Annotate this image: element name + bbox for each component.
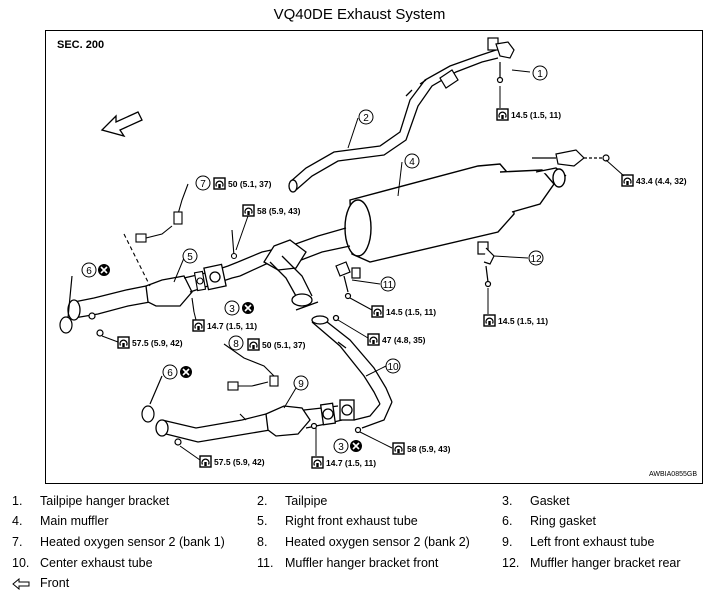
svg-text:47 (4.8, 35): 47 (4.8, 35) <box>382 335 426 345</box>
legend-item: 8.Heated oxygen sensor 2 (bank 2) <box>257 535 470 549</box>
svg-text:57.5 (5.9, 42): 57.5 (5.9, 42) <box>214 457 265 467</box>
callout-8: 8 <box>228 335 244 351</box>
main-muffler <box>344 163 567 263</box>
legend-item: 9.Left front exhaust tube <box>502 535 655 549</box>
torque-spec: 14.7 (1.5, 11) <box>311 428 376 469</box>
svg-text:14.5 (1.5, 11): 14.5 (1.5, 11) <box>511 110 561 120</box>
legend-item: 11.Muffler hanger bracket front <box>257 556 439 570</box>
callout-4: 4 <box>397 153 420 197</box>
legend-item: 10.Center exhaust tube <box>12 556 153 570</box>
muffler-rear-bolt <box>532 149 610 167</box>
svg-text:14.7 (1.5, 11): 14.7 (1.5, 11) <box>326 458 376 468</box>
torque-spec: 14.5 (1.5, 11) <box>483 288 548 327</box>
diagram-title: VQ40DE Exhaust System <box>273 6 446 23</box>
callout-7: 7 <box>195 175 211 191</box>
svg-text:2: 2 <box>363 113 369 124</box>
torque-spec: 50 (5.1, 37) <box>213 177 272 190</box>
svg-text:3: 3 <box>229 304 235 315</box>
torque-specs: 14.5 (1.5, 11) 43.4 (4.4, 32) 50 (5.1, 3… <box>101 86 687 469</box>
callout-1: 1 <box>511 65 548 81</box>
svg-text:9: 9 <box>298 379 304 390</box>
svg-text:6: 6 <box>167 368 173 379</box>
svg-text:58 (5.9, 43): 58 (5.9, 43) <box>407 444 451 454</box>
muffler-hanger-bracket-front <box>335 261 361 300</box>
gasket-upper <box>191 229 238 313</box>
legend-item: 4.Main muffler <box>12 514 109 528</box>
svg-text:14.7 (1.5, 11): 14.7 (1.5, 11) <box>207 321 257 331</box>
svg-text:3: 3 <box>338 442 344 453</box>
callouts: 1 2 3 4 5 6 7 8 9 10 11 12 3 6 <box>81 65 548 454</box>
callout-11: 11 <box>351 276 396 292</box>
svg-text:50 (5.1, 37): 50 (5.1, 37) <box>262 340 306 350</box>
torque-spec: 57.5 (5.9, 42) <box>179 445 265 468</box>
do-not-reuse-icon <box>97 263 363 453</box>
svg-text:10: 10 <box>387 362 399 373</box>
svg-text:58 (5.9, 43): 58 (5.9, 43) <box>257 206 301 216</box>
exhaust-diagram: SEC. 200 <box>57 37 697 478</box>
torque-spec: 58 (5.9, 43) <box>359 431 451 455</box>
svg-text:14.5 (1.5, 11): 14.5 (1.5, 11) <box>498 316 548 326</box>
torque-spec: 14.7 (1.5, 11) <box>192 311 257 332</box>
svg-text:5: 5 <box>187 252 193 263</box>
callout-12: 12 <box>493 250 544 266</box>
center-exhaust-tube <box>311 314 393 429</box>
image-code: AWBIA0855GB <box>649 471 697 478</box>
callout-5: 5 <box>173 248 198 283</box>
left-front-exhaust-tube <box>155 399 355 443</box>
torque-spec: 58 (5.9, 43) <box>235 204 301 251</box>
torque-spec: 14.5 (1.5, 11) <box>496 86 561 121</box>
legend-item: 2.Tailpipe <box>257 494 328 508</box>
svg-text:50 (5.1, 37): 50 (5.1, 37) <box>228 179 272 189</box>
svg-text:8: 8 <box>233 339 239 350</box>
svg-text:43.4 (4.4, 32): 43.4 (4.4, 32) <box>636 176 687 186</box>
diagram-frame <box>45 30 703 484</box>
callout-2: 2 <box>347 109 374 149</box>
legend-front: Front <box>12 576 69 590</box>
callout-6-lower: 6 <box>162 364 178 380</box>
legend-item: 5.Right front exhaust tube <box>257 514 418 528</box>
tailpipe <box>288 49 499 193</box>
front-arrow-icon <box>100 111 143 138</box>
legend-item: 1.Tailpipe hanger bracket <box>12 494 170 508</box>
svg-text:11: 11 <box>383 280 394 291</box>
svg-text:4: 4 <box>409 157 415 168</box>
tailpipe-hanger-bracket <box>439 37 515 89</box>
callout-9: 9 <box>283 375 309 409</box>
legend-item: 3.Gasket <box>502 494 570 508</box>
callout-6-upper: 6 <box>81 262 97 278</box>
callout-3-lower: 3 <box>333 438 349 454</box>
legend-item: 12.Muffler hanger bracket rear <box>502 556 681 570</box>
legend-item: 7.Heated oxygen sensor 2 (bank 1) <box>12 535 225 549</box>
callout-10: 10 <box>365 358 401 377</box>
ring-gasket-lower <box>141 375 362 446</box>
torque-spec: 43.4 (4.4, 32) <box>605 159 687 187</box>
svg-text:6: 6 <box>86 266 92 277</box>
section-label: SEC. 200 <box>57 39 104 51</box>
torque-spec: 14.5 (1.5, 11) <box>349 297 436 318</box>
muffler-hanger-bracket-rear <box>477 241 495 288</box>
heated-oxygen-sensor-bank1 <box>123 183 189 287</box>
svg-text:7: 7 <box>200 179 206 190</box>
svg-text:14.5 (1.5, 11): 14.5 (1.5, 11) <box>386 307 436 317</box>
svg-text:12: 12 <box>530 254 542 265</box>
legend-item: 6.Ring gasket <box>502 514 597 528</box>
front-arrow-icon <box>12 577 30 590</box>
torque-spec: 50 (5.1, 37) <box>247 338 306 351</box>
svg-text:57.5 (5.9, 42): 57.5 (5.9, 42) <box>132 338 183 348</box>
svg-text:1: 1 <box>537 69 543 80</box>
callout-3-upper: 3 <box>224 300 240 316</box>
torque-spec: 47 (4.8, 35) <box>337 319 426 346</box>
torque-spec: 57.5 (5.9, 42) <box>101 335 183 349</box>
heated-oxygen-sensor-bank2 <box>223 343 279 421</box>
ring-gasket-upper <box>59 275 104 337</box>
center-tube-upper <box>237 227 351 311</box>
